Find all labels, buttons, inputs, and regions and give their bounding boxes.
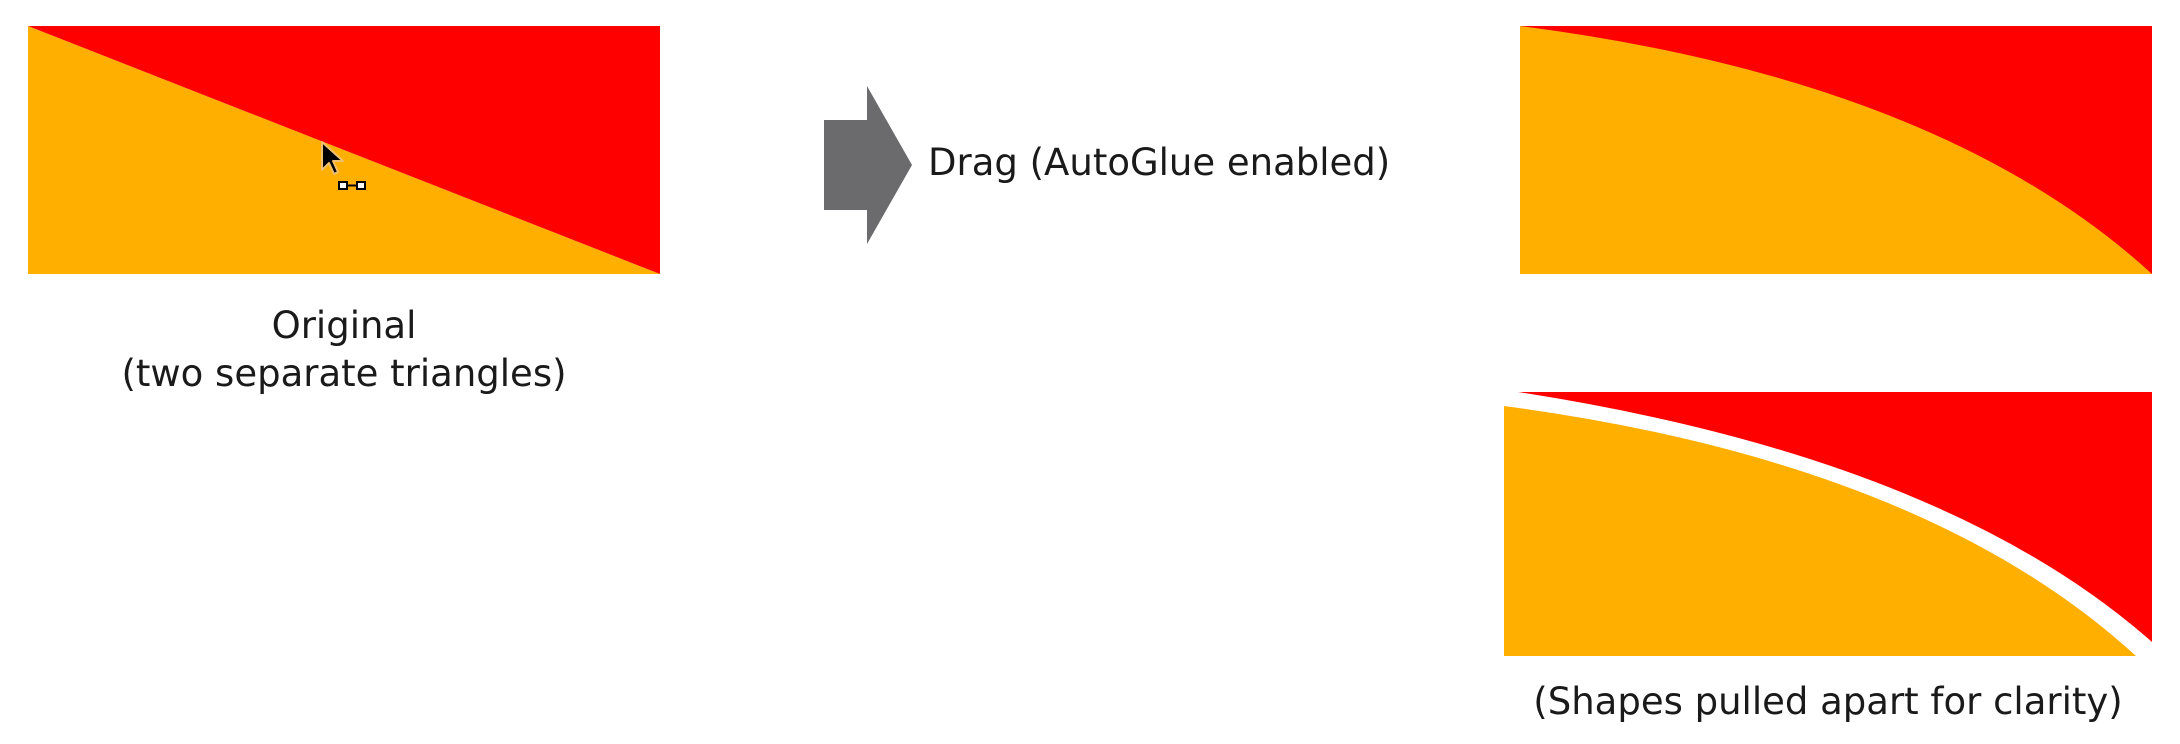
glued-result-panel [1520,26,2152,274]
pulled-apart-panel [1504,392,2152,656]
orange-shape [1520,26,2152,274]
autoglue-drag-cursor-icon [321,141,366,190]
red-shape-pulled [1518,392,2152,642]
right-arrow-icon [824,86,912,244]
pulled-apart-caption: (Shapes pulled apart for clarity) [1533,680,2123,723]
orange-shape-pulled [1504,406,2136,656]
drag-autoglue-label: Drag (AutoGlue enabled) [928,141,1391,184]
original-caption: Original (two separate triangles) [28,302,660,398]
red-triangle [28,26,660,274]
original-triangles-panel [28,26,660,274]
original-caption-line2: (two separate triangles) [121,352,567,395]
original-caption-line1: Original [271,304,417,347]
